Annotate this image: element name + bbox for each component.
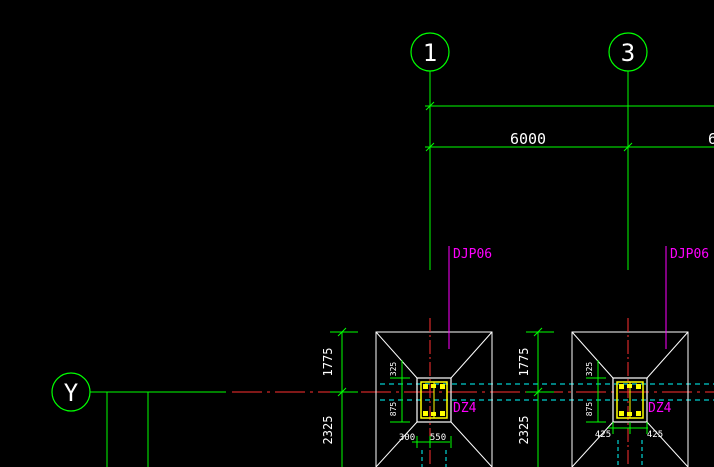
dimension-tick-1 [425, 142, 435, 152]
dimension-tick-3 [623, 142, 633, 152]
axis-bubble-1-label: 1 [423, 39, 437, 67]
column-2-dim-bottom-left[interactable]: 425 [595, 430, 611, 440]
axis-bubble-1[interactable]: 1 [410, 32, 450, 72]
footing-1-dimensions [330, 327, 452, 467]
axis-bubble-3[interactable]: 3 [608, 32, 648, 72]
footing-1-tag[interactable]: DJP06 [453, 247, 492, 262]
column-2-dim-bottom-right[interactable]: 425 [647, 430, 663, 440]
footing-1[interactable] [375, 318, 493, 467]
column-1-dim-bottom-right[interactable]: 550 [430, 433, 446, 443]
column-1-dim-lower[interactable]: 875 [389, 402, 398, 417]
axis-bubble-y-label: Y [64, 379, 79, 407]
dimension-chain [425, 101, 714, 152]
footing-1-dim-upper[interactable]: 1775 [321, 348, 335, 377]
footing-2-tag[interactable]: DJP06 [670, 247, 709, 262]
dimension-span-next[interactable]: 6 [708, 130, 714, 148]
footing-2-outline [571, 331, 689, 467]
column-1-outline [416, 377, 452, 423]
footing-2-slope-lines [571, 331, 689, 467]
column-1-dim-bottom-left[interactable]: 300 [399, 433, 415, 443]
axis-bubble-y[interactable]: Y [51, 372, 91, 412]
footing-2-dimensions [526, 327, 648, 467]
footing-2-dim-upper[interactable]: 1775 [517, 348, 531, 377]
column-2-dim-lower[interactable]: 875 [585, 402, 594, 417]
footing-1-slope-lines [375, 331, 493, 467]
dimension-tick-1-top [425, 101, 435, 111]
dimension-span-1-3[interactable]: 6000 [510, 130, 546, 148]
column-1-tag[interactable]: DZ4 [453, 401, 477, 416]
footing-2-dim-lower[interactable]: 2325 [517, 416, 531, 445]
column-2-tag[interactable]: DZ4 [648, 401, 672, 416]
footing-1-dim-lower[interactable]: 2325 [321, 416, 335, 445]
column-1-dim-upper[interactable]: 325 [389, 362, 398, 377]
row-y-centerline [232, 383, 714, 401]
footing-1-outline [375, 331, 493, 467]
grid-axis-lines [90, 71, 629, 467]
column-2-dim-upper[interactable]: 325 [585, 362, 594, 377]
axis-bubble-3-label: 3 [621, 39, 635, 67]
